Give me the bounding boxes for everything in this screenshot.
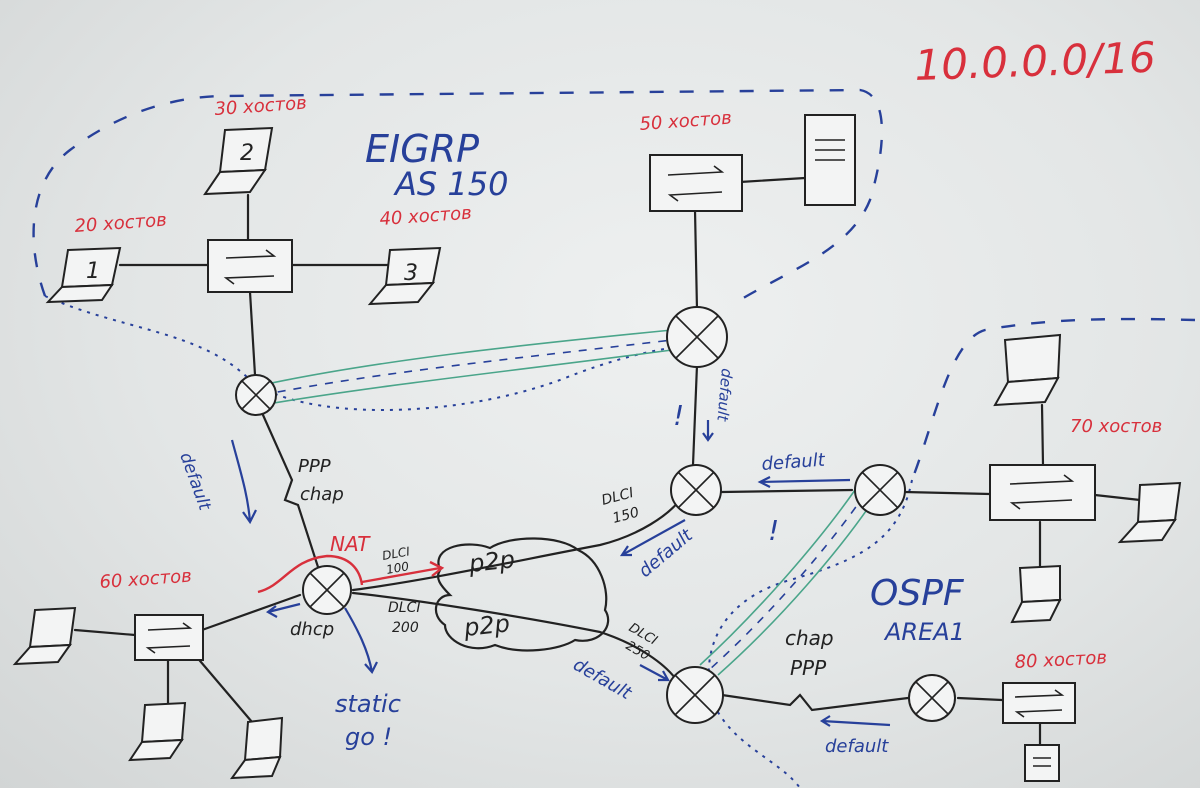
pc2-number: 2: [240, 141, 254, 166]
eigrp-domain-boundary-dotted: [44, 295, 691, 411]
router-nat[interactable]: [302, 565, 352, 615]
chap-label: chap: [300, 484, 344, 505]
default-dlci250-label: default: [570, 654, 636, 704]
links: [73, 176, 1142, 747]
ppp-right-label: PPP: [790, 656, 827, 680]
nat-label: NAT: [330, 532, 371, 556]
dlci100-value: 100: [385, 559, 410, 577]
laptop-pc3-icon: [367, 246, 442, 306]
arrow-dhcp: [265, 602, 301, 618]
arrow-default-right-top: [757, 476, 851, 488]
router-dlci150[interactable]: [670, 464, 722, 516]
laptop-lan60-mid-icon: [128, 701, 187, 762]
eigrp-as-label: AS 150: [393, 165, 508, 203]
switch-lan80[interactable]: [1002, 682, 1076, 724]
bang-right-mark: !: [768, 514, 779, 547]
arrow-static: [344, 607, 378, 674]
laptop-lan60-right-icon: [229, 716, 284, 780]
server-lan-host-count: 50 хостов: [639, 108, 733, 135]
laptop-lan60-left-icon: [12, 606, 77, 666]
switch-eigrp[interactable]: [207, 239, 293, 293]
bang-left-mark: !: [673, 399, 684, 432]
ospf-domain-boundary-dotted: [707, 479, 913, 788]
default-mid-label: default: [713, 368, 736, 423]
ospf-domain-boundary: [910, 317, 1196, 481]
network-address-label: 10.0.0.0/16: [914, 33, 1157, 90]
ospf-tunnel: [699, 489, 876, 676]
lan60-host-count: 60 хостов: [99, 566, 193, 593]
router-eigrp-server[interactable]: [666, 306, 728, 368]
dhcp-label: dhcp: [290, 619, 334, 640]
switch-servers[interactable]: [649, 154, 743, 212]
p2p-top-label: p2p: [467, 545, 516, 578]
eigrp-tunnel: [261, 329, 673, 406]
eigrp-title: EIGRP: [365, 127, 479, 171]
pc2-host-count: 30 хостов: [214, 93, 308, 120]
pc1-host-count: 20 хостов: [74, 210, 168, 237]
lan80-host-count: 80 хостов: [1014, 647, 1107, 673]
static-label-line1: static: [335, 690, 401, 718]
ppp-label: PPP: [298, 456, 331, 477]
ospf-title: OSPF: [870, 573, 965, 614]
pc3-host-count: 40 хостов: [379, 203, 473, 230]
server-icon: [804, 114, 856, 206]
laptop-pc1-icon: [45, 246, 122, 304]
router-ppp-remote[interactable]: [908, 674, 956, 722]
default-right-top-label: default: [761, 450, 827, 475]
lan70-host-count: 70 хостов: [1070, 416, 1162, 437]
default-bottom-label: default: [825, 736, 889, 757]
router-ospf-abr[interactable]: [854, 464, 906, 516]
static-label-line2: go !: [345, 723, 392, 751]
default-dlci150-label: default: [635, 524, 698, 581]
laptop-lan70-top-icon: [993, 333, 1062, 407]
pc3-number: 3: [404, 261, 418, 286]
pc1-number: 1: [86, 259, 100, 284]
arrow-default-dlci250: [639, 664, 670, 682]
arrow-default-bottom: [819, 715, 891, 727]
server-small-icon: [1024, 744, 1060, 782]
arrow-default-mid: [702, 420, 714, 442]
switch-lan70[interactable]: [989, 464, 1096, 521]
p2p-bottom-label: p2p: [462, 609, 511, 642]
nat-arc: [257, 554, 364, 594]
switch-lan60[interactable]: [134, 614, 204, 661]
nat-dlci100-arrow: [361, 560, 445, 584]
arrow-default-left: [230, 439, 257, 525]
chap-right-label: chap: [785, 626, 834, 650]
router-eigrp-edge[interactable]: [235, 374, 277, 416]
ospf-area-label: AREA1: [883, 618, 965, 646]
arrow-default-dlci150: [619, 519, 686, 557]
dlci200-label: DLCI: [388, 600, 420, 616]
frame-relay-cloud: [434, 537, 610, 652]
dlci200-value: 200: [392, 620, 419, 636]
router-dlci250[interactable]: [666, 666, 724, 724]
default-left-label: default: [175, 450, 215, 514]
dlci100-label: DLCI: [381, 544, 411, 563]
laptop-pc2-icon: [203, 126, 274, 196]
dlci150-value: 150: [611, 504, 641, 526]
laptop-lan70-bottom-icon: [1010, 564, 1062, 624]
laptop-lan70-right-icon: [1117, 481, 1182, 544]
